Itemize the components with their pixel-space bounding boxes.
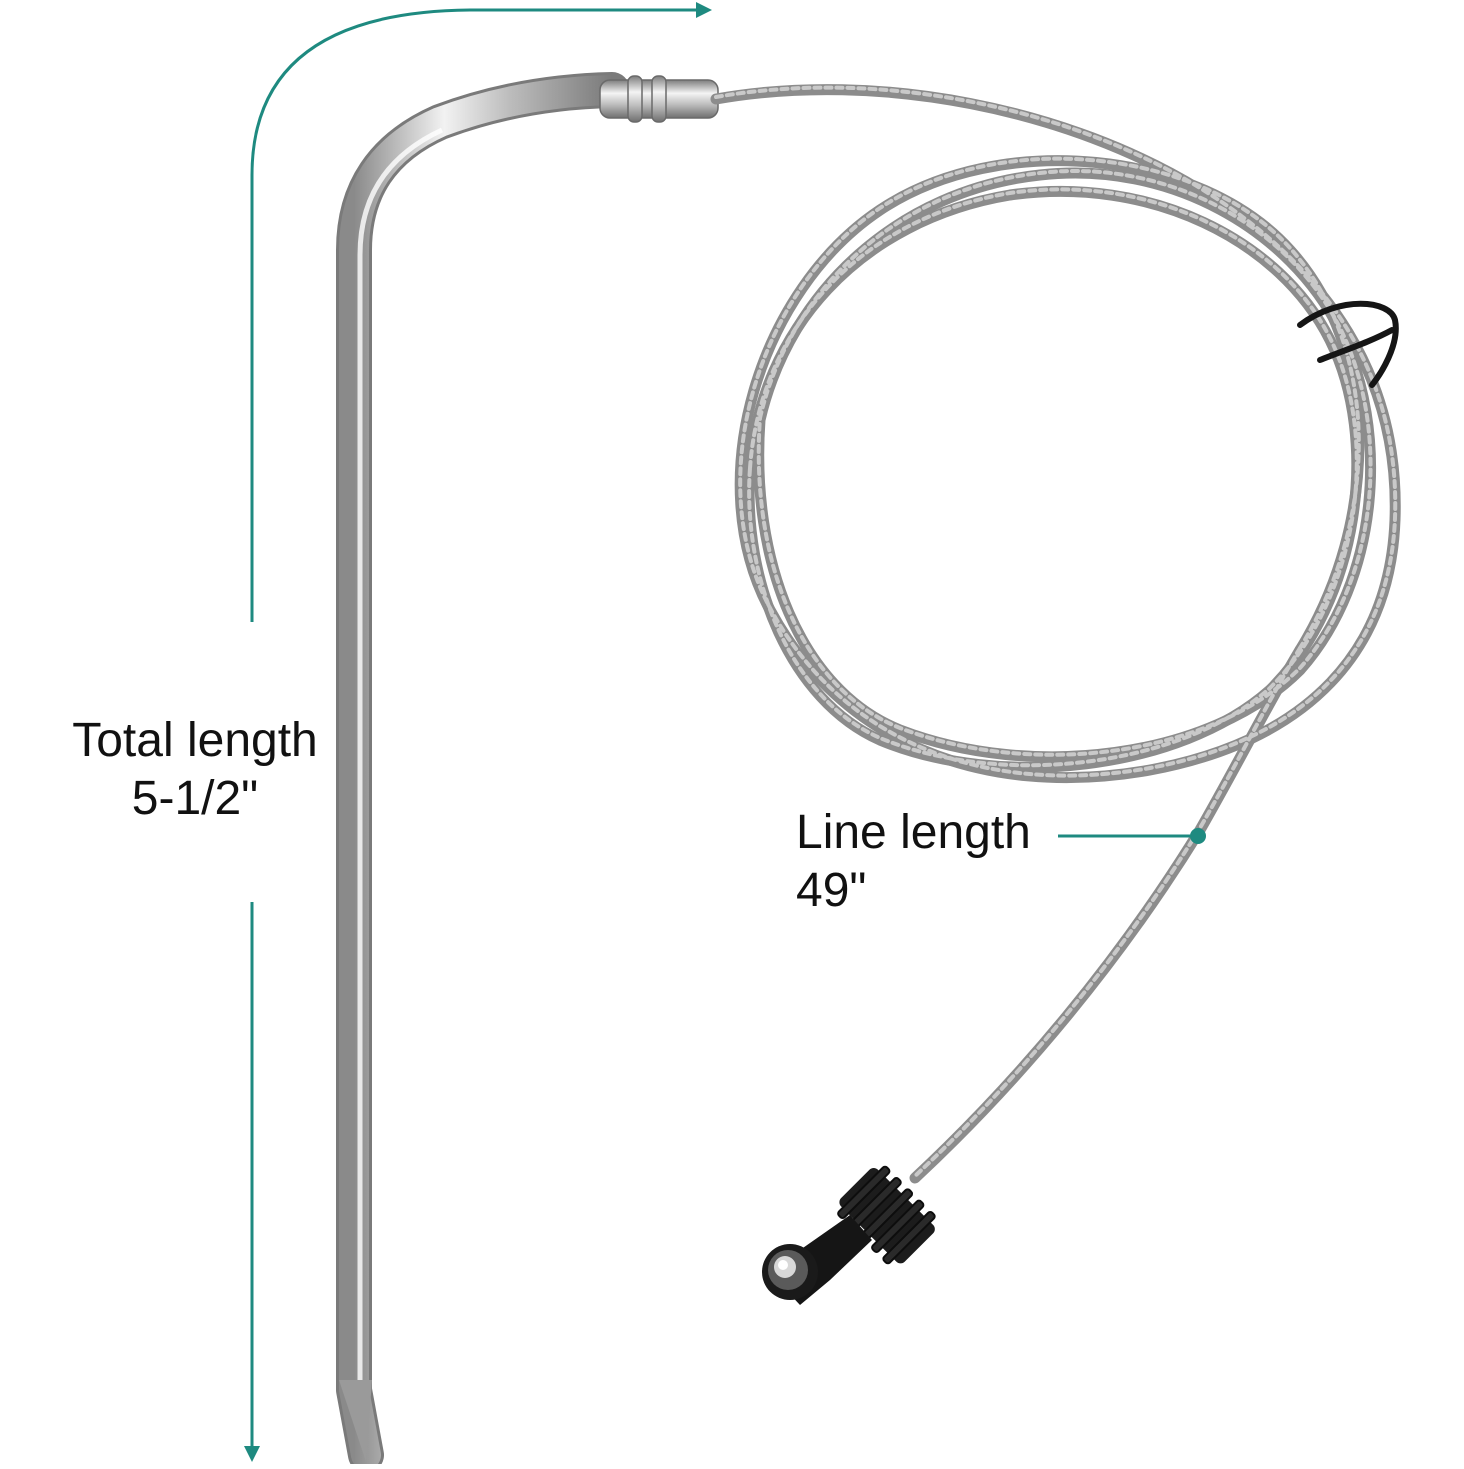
connector-plug (762, 1165, 936, 1305)
total-length-arrow (250, 8, 700, 1450)
probe-sleeve (599, 75, 719, 123)
total-length-label: Total length 5-1/2" (50, 712, 340, 828)
braided-cable (710, 84, 1401, 1184)
line-length-value: 49" (796, 864, 867, 917)
line-length-label: Line length 49" (796, 804, 1031, 920)
total-length-title: Total length (72, 714, 318, 767)
arrowhead-down-icon (244, 1446, 260, 1462)
probe-rod (336, 72, 630, 1469)
line-length-title: Line length (796, 806, 1031, 859)
line-length-leader (1058, 828, 1206, 844)
total-length-value: 5-1/2" (131, 772, 259, 825)
cable-tie (1297, 300, 1399, 388)
arrowhead-right-icon (696, 2, 712, 18)
